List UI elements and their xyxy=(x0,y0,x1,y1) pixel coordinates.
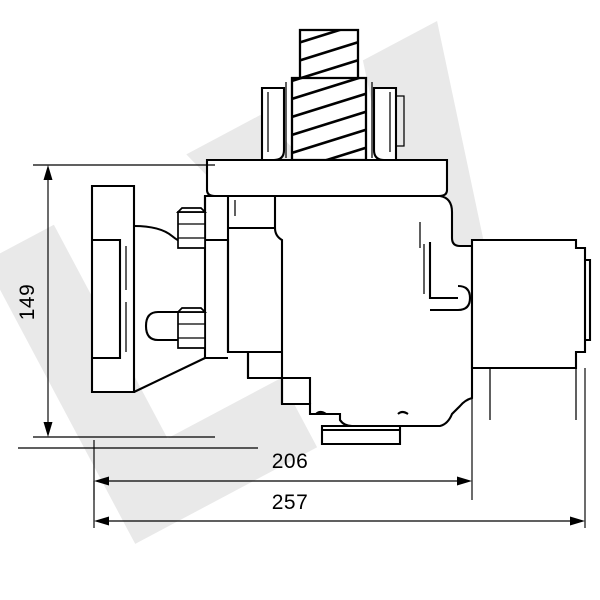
hex-bolt-upper xyxy=(175,207,208,249)
dimension-label-206: 206 xyxy=(272,450,309,473)
hex-bolt-lower xyxy=(144,307,208,349)
dimension-257: 257 xyxy=(93,368,586,528)
dimension-label-149: 149 xyxy=(16,284,39,321)
detail-notches xyxy=(315,410,409,415)
dimension-label-257: 257 xyxy=(272,491,309,514)
top-flange xyxy=(205,158,449,198)
component-geometry xyxy=(90,28,592,446)
dimension-149: 149 xyxy=(16,164,215,438)
housing-body xyxy=(203,194,474,428)
bottom-foot xyxy=(320,424,402,446)
right-end-cap xyxy=(423,238,592,420)
